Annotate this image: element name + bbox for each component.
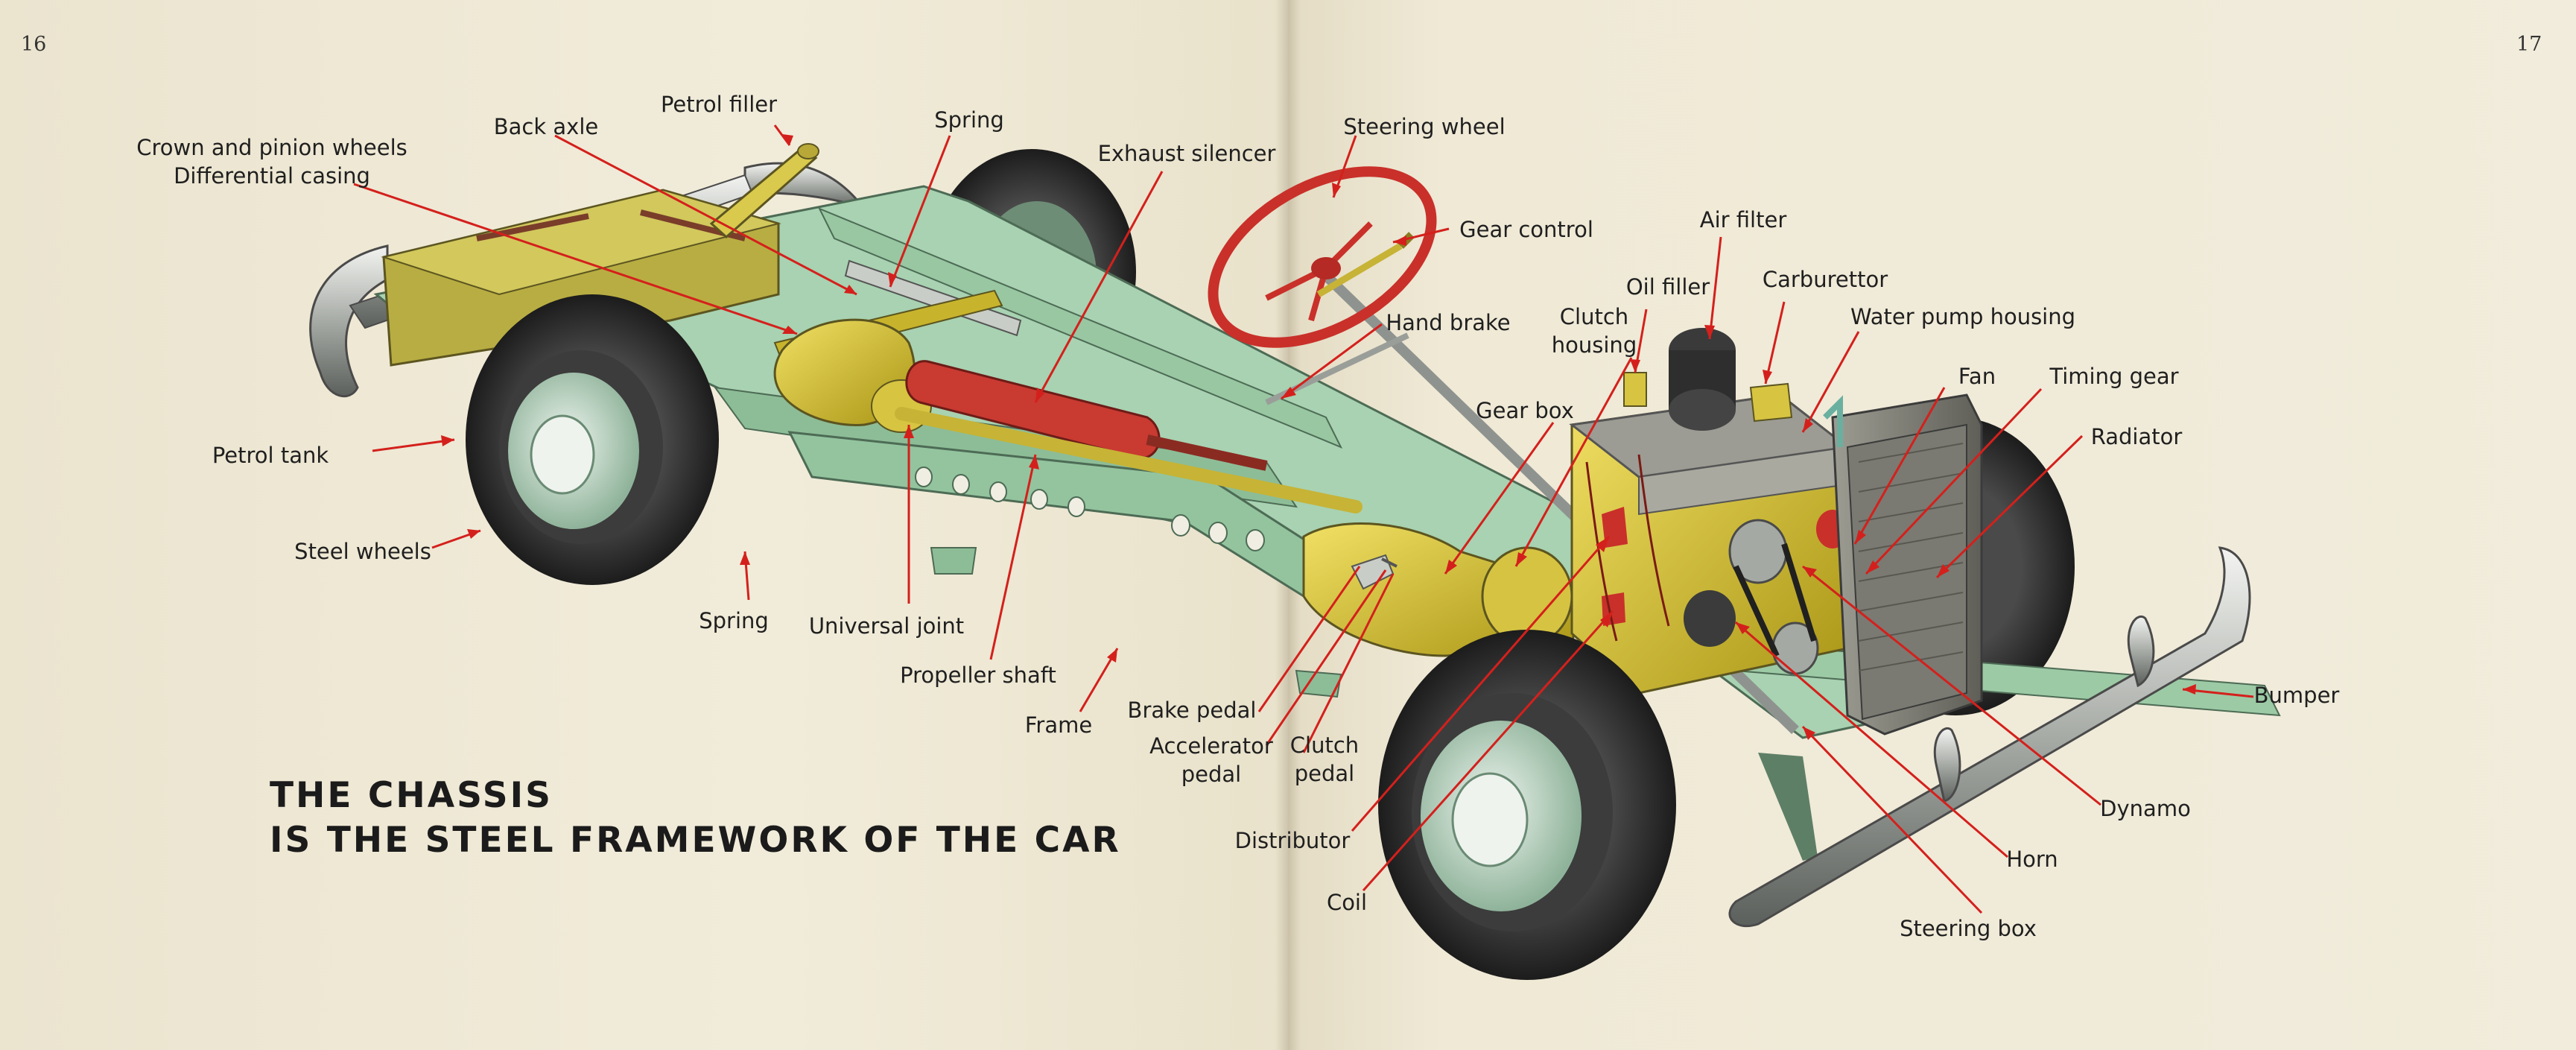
label-accelerator-pedal-2: pedal — [1181, 762, 1242, 787]
label-spring-top: Spring — [934, 107, 1004, 133]
label-timing-gear: Timing gear — [2049, 364, 2179, 389]
label-bumper: Bumper — [2253, 683, 2340, 708]
pointer-petrol-tank — [372, 438, 455, 452]
label-hand-brake: Hand brake — [1386, 310, 1511, 335]
label-carburettor: Carburettor — [1762, 267, 1888, 292]
pointer-brake-pedal — [1257, 566, 1361, 712]
pointer-timing-gear — [1865, 388, 2043, 575]
pointer-air-filter — [1708, 236, 1722, 340]
pointer-accelerator-pedal — [1265, 569, 1387, 746]
label-frame: Frame — [1024, 712, 1093, 738]
pointer-radiator — [1935, 434, 2084, 579]
label-crown-pinion: Crown and pinion wheels — [136, 135, 407, 160]
pointer-petrol-filler — [773, 124, 791, 146]
pointer-propeller-shaft — [989, 454, 1037, 660]
front-bumper — [1728, 546, 2251, 928]
label-coil: Coil — [1326, 890, 1368, 915]
rear-near-wheel — [466, 294, 719, 585]
label-clutch-pedal-2: pedal — [1294, 761, 1355, 786]
pointer-horn — [1735, 621, 2008, 858]
label-gear-control: Gear control — [1459, 217, 1593, 242]
label-air-filter: Air filter — [1699, 207, 1787, 233]
pointer-coil — [1362, 610, 1614, 891]
pointer-distributor — [1351, 536, 1611, 832]
label-propeller-shaft: Propeller shaft — [900, 662, 1056, 688]
label-gear-box: Gear box — [1476, 398, 1574, 423]
pointer-gear-box — [1444, 422, 1555, 575]
pointer-dynamo — [1802, 565, 2101, 806]
pointer-carburettor — [1764, 301, 1786, 385]
label-petrol-filler: Petrol filler — [660, 92, 778, 117]
heading-line-2: IS THE STEEL FRAMEWORK OF THE CAR — [270, 820, 1121, 861]
label-back-axle: Back axle — [493, 114, 599, 139]
label-accelerator-pedal-1: Accelerator — [1149, 733, 1273, 759]
label-horn: Horn — [2006, 847, 2058, 872]
label-steering-box: Steering box — [1900, 916, 2037, 941]
label-clutch-housing-1: Clutch — [1559, 304, 1629, 329]
pointer-back-axle — [554, 134, 857, 296]
pointer-exhaust-silencer — [1034, 171, 1164, 403]
label-differential-casing: Differential casing — [174, 163, 370, 189]
propeller-shaft — [895, 407, 1362, 513]
heading-line-1: THE CHASSIS — [270, 775, 553, 816]
right-page-number: 17 — [2516, 33, 2542, 56]
pointer-hand-brake — [1281, 323, 1383, 400]
label-universal-joint: Universal joint — [808, 613, 965, 639]
pointer-clutch-housing — [1514, 357, 1633, 567]
label-distributor: Distributor — [1234, 828, 1351, 853]
label-brake-pedal: Brake pedal — [1127, 698, 1257, 723]
label-clutch-pedal-1: Clutch — [1289, 733, 1360, 758]
pointer-clutch-pedal — [1302, 573, 1395, 753]
label-steel-wheels: Steel wheels — [294, 539, 431, 564]
petrol-filler — [709, 143, 819, 239]
pointer-steering-box — [1801, 725, 1983, 914]
radiator — [1823, 393, 1983, 736]
gearbox — [1302, 522, 1581, 657]
label-exhaust-silencer: Exhaust silencer — [1097, 141, 1276, 166]
label-water-pump-housing: Water pump housing — [1850, 304, 2076, 329]
pointer-water-pump — [1801, 331, 1860, 433]
pointer-lines — [353, 124, 2254, 914]
exhaust-silencer — [905, 360, 1268, 471]
label-steering-wheel: Steering wheel — [1343, 114, 1506, 139]
label-spring-bottom: Spring — [699, 608, 769, 633]
left-page-number: 16 — [21, 33, 47, 56]
pointer-spring-top — [889, 135, 951, 288]
petrol-tank — [381, 189, 781, 367]
pointer-crown-pinion — [353, 183, 798, 335]
label-oil-filler: Oil filler — [1625, 274, 1710, 300]
label-clutch-housing-2: housing — [1551, 332, 1637, 358]
pointer-arrowheads — [441, 134, 2196, 740]
front-near-wheel — [1378, 630, 1676, 980]
engine — [1569, 328, 1850, 695]
label-dynamo: Dynamo — [2100, 796, 2191, 821]
label-petrol-tank: Petrol tank — [212, 443, 329, 468]
pointer-fan — [1853, 387, 1946, 545]
label-fan: Fan — [1958, 364, 1996, 389]
label-radiator: Radiator — [2090, 424, 2183, 449]
